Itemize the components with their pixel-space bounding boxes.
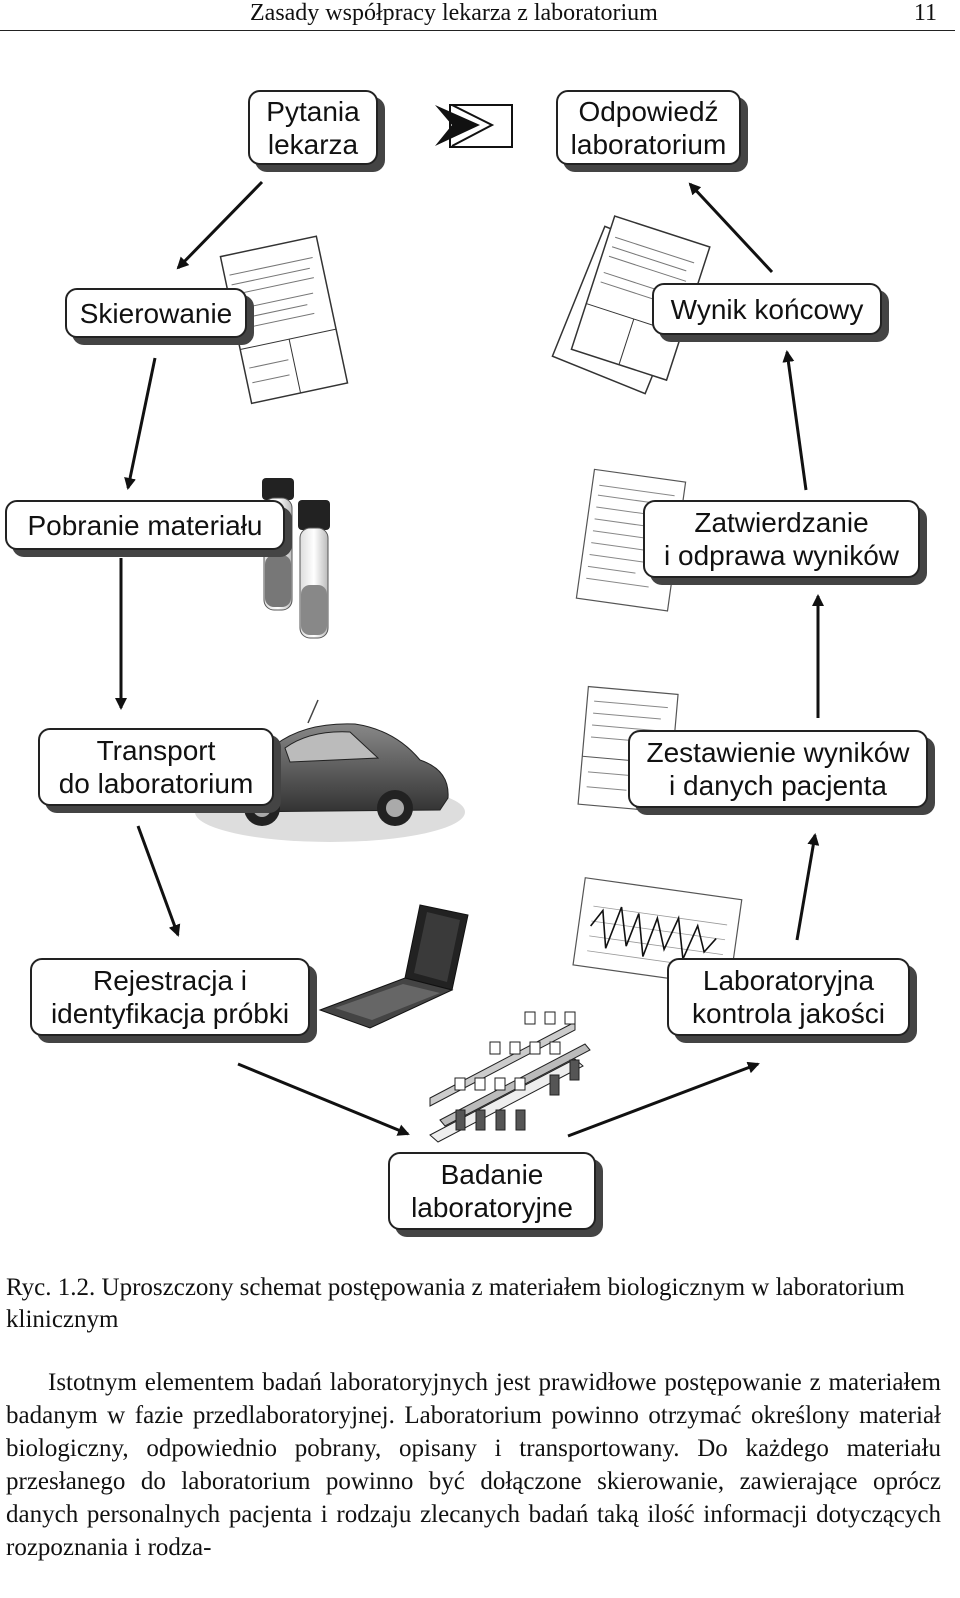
workflow-diagram: [115, 104, 824, 1143]
running-title: Zasady współpracy lekarza z laboratorium: [250, 0, 658, 26]
figure-caption: Ryc. 1.2. Uproszczony schemat postępowan…: [6, 1274, 905, 1333]
paragraph-text: Istotnym elementem badań laboratoryjnych…: [6, 1369, 941, 1561]
box-pytania-lekarza: Pytania lekarza: [248, 90, 378, 165]
arrow-transport-rejestracja: [136, 825, 181, 937]
box-kontrola-jakosci: Laboratoryjna kontrola jakości: [667, 958, 910, 1036]
page-number: 11: [913, 0, 937, 26]
box-skierowanie: Skierowanie: [65, 288, 247, 338]
arrow-zatwierdzanie-wynik: [782, 350, 808, 491]
box-transport: Transport do laboratorium: [38, 728, 274, 806]
arrow-skierowanie-pobranie: [124, 357, 157, 490]
box-pobranie-materialu: Pobranie materiału: [5, 500, 285, 550]
box-odpowiedz-laboratorium: Odpowiedź laboratorium: [556, 90, 741, 165]
arrow-wynik-odpowiedz: [688, 182, 774, 274]
box-zestawienie: Zestawienie wyników i danych pacjenta: [628, 730, 928, 808]
box-zatwierdzanie: Zatwierdzanie i odprawa wyników: [643, 500, 920, 578]
result-forms-image: [551, 215, 711, 395]
arrow-kontrola-zestawienie: [795, 833, 820, 941]
envelope-arrow-icon: [435, 104, 513, 148]
box-wynik-koncowy: Wynik końcowy: [652, 283, 882, 335]
page-header: Zasady współpracy lekarza z laboratorium…: [0, 0, 955, 31]
lab-rack-image: [429, 1011, 591, 1143]
referral-form-image: [219, 235, 349, 405]
flow-arrows: [115, 180, 824, 1138]
arrow-pytania-skierowanie: [176, 180, 264, 270]
laptop-image: [318, 904, 469, 1029]
box-rejestracja: Rejestracja i identyfikacja próbki: [30, 958, 310, 1036]
arrow-badanie-kontrola: [567, 1061, 760, 1138]
arrow-rejestracja-badanie: [237, 1062, 410, 1136]
box-badanie: Badanie laboratoryjne: [388, 1152, 596, 1230]
body-paragraph: Istotnym elementem badań laboratoryjnych…: [6, 1366, 941, 1564]
